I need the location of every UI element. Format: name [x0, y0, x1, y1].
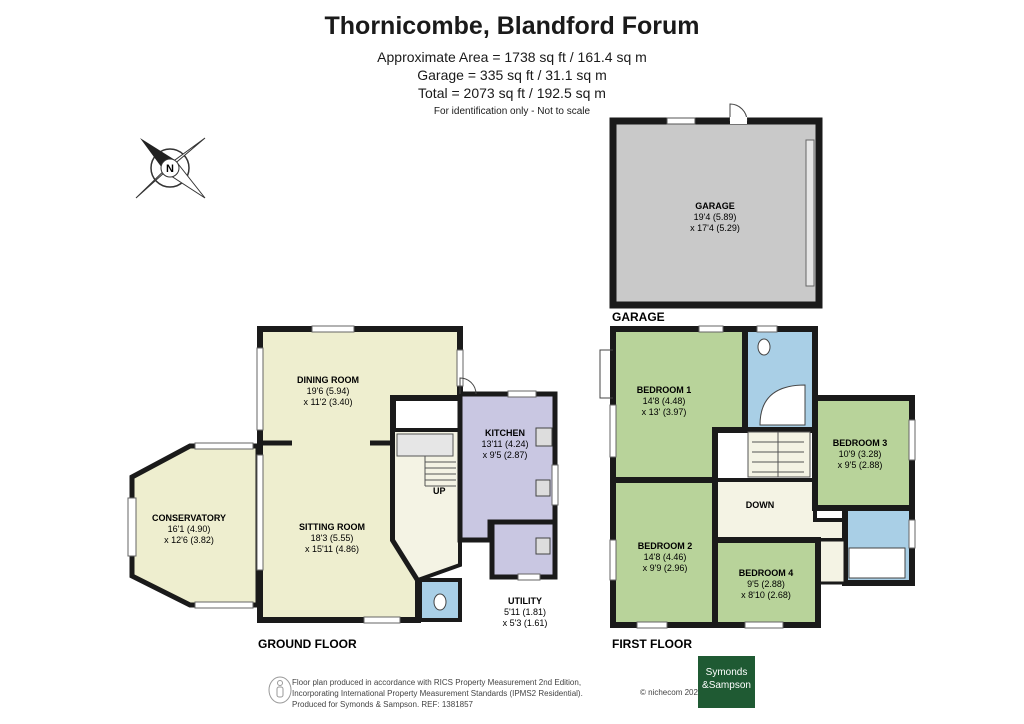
first-floor-label: FIRST FLOOR [612, 637, 692, 651]
bed1-dim2: x 13' (3.97) [642, 407, 687, 417]
garage-plan: GARAGE 19'4 (5.89) x 17'4 (5.29) [609, 103, 823, 309]
conservatory-name: CONSERVATORY [152, 513, 226, 523]
bed2-dim2: x 9'9 (2.96) [643, 563, 688, 573]
sitting-name: SITTING ROOM [299, 522, 365, 532]
bed3-dim1: 10'9 (3.28) [839, 449, 882, 459]
bed4-name: BEDROOM 4 [739, 568, 794, 578]
person-icon [268, 676, 292, 704]
dining-dim2: x 11'2 (3.40) [303, 397, 352, 407]
page-title: Thornicombe, Blandford Forum [324, 12, 700, 40]
footer-line-2: Incorporating International Property Mea… [292, 689, 583, 698]
disclaimer-note: For identification only - Not to scale [433, 106, 591, 117]
dining-dim1: 19'6 (5.94) [307, 386, 350, 396]
footer-line-3: Produced for Symonds & Sampson. REF: 138… [292, 700, 473, 709]
kitchen-dim2: x 9'5 (2.87) [483, 450, 528, 460]
bed4-dim2: x 8'10 (2.68) [741, 590, 791, 600]
garage-floor-label: GARAGE [612, 310, 665, 324]
bed2-dim1: 14'8 (4.46) [644, 552, 687, 562]
conservatory-dim2: x 12'6 (3.82) [164, 535, 214, 545]
conservatory-dim1: 16'1 (4.90) [168, 524, 211, 534]
sitting-dim1: 18'3 (5.55) [311, 533, 354, 543]
stairs-up-label: UP [433, 486, 446, 496]
footer-line-1: Floor plan produced in accordance with R… [292, 678, 582, 687]
compass-icon: N [135, 137, 206, 199]
sitting-dim2: x 15'11 (4.86) [305, 544, 359, 554]
bed4-dim1: 9'5 (2.88) [747, 579, 785, 589]
garage-name: GARAGE [695, 201, 735, 211]
first-floor-plan: DOWN BEDROOM 1 14'8 (4.48) x 13' (3.97) … [599, 325, 916, 629]
stairs-down-label: DOWN [746, 500, 775, 510]
bed1-name: BEDROOM 1 [637, 385, 692, 395]
ground-floor-plan: UP DINING ROOM 19'6 (5.94) x 11'2 (3.40)… [127, 325, 559, 624]
footer-text: Floor plan produced in accordance with R… [292, 677, 692, 710]
utility-name: UTILITY [508, 596, 542, 606]
copyright-text: © nichecom 2025. [640, 688, 705, 697]
brand-line-2: &Sampson [702, 680, 751, 691]
dining-name: DINING ROOM [297, 375, 359, 385]
total-area: Total = 2073 sq ft / 192.5 sq m [418, 85, 606, 101]
garage-dim1: 19'4 (5.89) [694, 212, 737, 222]
compass-letter: N [166, 163, 174, 175]
garage-area: Garage = 335 sq ft / 31.1 sq m [417, 67, 607, 83]
bed3-dim2: x 9'5 (2.88) [838, 460, 883, 470]
bed1-dim1: 14'8 (4.48) [643, 396, 686, 406]
approx-area: Approximate Area = 1738 sq ft / 161.4 sq… [377, 49, 647, 65]
utility-dim1: 5'11 (1.81) [504, 607, 546, 617]
kitchen-name: KITCHEN [485, 428, 525, 438]
bed2-name: BEDROOM 2 [638, 541, 693, 551]
kitchen-dim1: 13'11 (4.24) [481, 439, 528, 449]
brand-line-1: Symonds [705, 667, 748, 678]
ground-floor-label: GROUND FLOOR [258, 637, 357, 651]
bed3-name: BEDROOM 3 [833, 438, 888, 448]
garage-dim2: x 17'4 (5.29) [690, 223, 740, 233]
brand-logo: Symonds &Sampson [698, 656, 755, 708]
utility-dim2: x 5'3 (1.61) [503, 618, 548, 628]
